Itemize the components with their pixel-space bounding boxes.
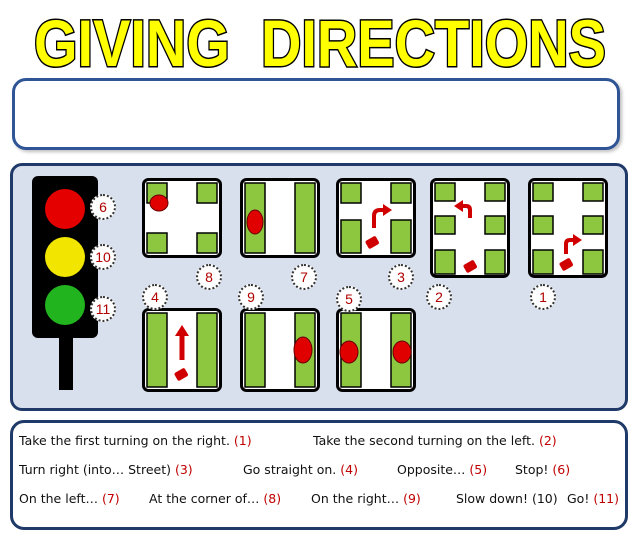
title-text: GIVING DIRECTIONS	[34, 6, 606, 78]
turn-right-arrow	[564, 238, 574, 254]
name-box[interactable]	[12, 78, 620, 150]
traffic-light-pole	[59, 336, 73, 390]
answer-10: Slow down! (10)	[456, 491, 558, 506]
red-lamp	[45, 189, 85, 229]
tile-turn-right	[336, 178, 416, 258]
tile-number-corner: 8	[196, 264, 222, 290]
location-marker	[293, 336, 313, 364]
tile-number-on-the-right: 9	[238, 284, 264, 310]
answer-box: Take the first turning on the right. (1)…	[10, 420, 628, 530]
traffic-light	[32, 176, 98, 338]
answer-3: Turn right (into… Street) (3)	[19, 462, 193, 477]
green-lamp	[45, 285, 85, 325]
worksheet-title: GIVING DIRECTIONS	[0, 0, 640, 79]
answer-1: Take the first turning on the right. (1)	[19, 433, 252, 448]
tile-straight-on	[142, 308, 222, 392]
tile-number-second-left: 2	[426, 284, 452, 310]
car-icon	[463, 260, 477, 273]
location-marker	[149, 194, 169, 212]
tile-number-turn-right: 3	[388, 264, 414, 290]
lamp-number-red: 6	[90, 194, 116, 220]
tile-on-the-left	[240, 178, 320, 258]
tile-number-first-right: 1	[530, 284, 556, 310]
car-icon	[174, 368, 188, 381]
answer-8: At the corner of… (8)	[149, 491, 282, 506]
answer-7: On the left… (7)	[19, 491, 120, 506]
location-marker-right	[392, 340, 412, 364]
tile-opposite	[336, 308, 416, 392]
tile-first-right	[528, 178, 608, 278]
tile-on-the-right	[240, 308, 320, 392]
car-icon	[365, 236, 379, 249]
answer-11: Go! (11)	[567, 491, 620, 506]
yellow-lamp	[45, 237, 85, 277]
tile-number-on-the-left: 7	[291, 264, 317, 290]
answer-4: Go straight on. (4)	[243, 462, 358, 477]
lamp-number-green: 11	[90, 296, 116, 322]
answer-2: Take the second turning on the left. (2)	[313, 433, 557, 448]
tile-second-left	[430, 178, 510, 278]
location-marker-left	[339, 340, 359, 364]
location-marker	[246, 209, 264, 235]
answer-6: Stop! (6)	[515, 462, 571, 477]
answer-9: On the right… (9)	[311, 491, 421, 506]
turn-left-arrow	[462, 204, 472, 218]
tile-corner	[142, 178, 222, 258]
tile-number-straight-on: 4	[142, 284, 168, 310]
answer-5: Opposite… (5)	[397, 462, 488, 477]
tile-number-opposite: 5	[336, 286, 362, 312]
turn-right-arrow	[372, 208, 384, 228]
lamp-number-yellow: 10	[90, 244, 116, 270]
car-icon	[559, 258, 573, 271]
